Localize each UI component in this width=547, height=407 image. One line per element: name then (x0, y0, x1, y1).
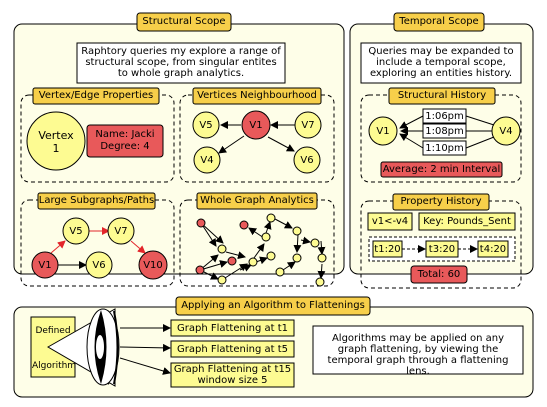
subgraph-node-v6 (85, 251, 113, 279)
subgraph-v5-label: V5 (69, 226, 83, 237)
history-time-box-3 (422, 140, 467, 156)
history-time-box-2 (422, 123, 467, 139)
history-node-v1 (368, 116, 398, 146)
neighbourhood-v7-label: V7 (301, 120, 315, 131)
history-time-1: 1:06pm (425, 111, 464, 122)
neighbourhood-edges (218, 121, 297, 154)
subgraph-v6-label: V6 (92, 260, 106, 271)
neighbourhood-title-box (192, 87, 322, 105)
flattening-label-1: Graph Flattening at t1 (177, 323, 288, 334)
vertex-edge-panel (20, 94, 175, 183)
flattening-box-1 (170, 319, 295, 337)
property-history-title: Property History (400, 196, 482, 207)
property-time-3: t4:20 (479, 244, 507, 255)
flattening-label-2: Graph Flattening at t5 (177, 344, 288, 355)
flattening-label-3: Graph Flattening at t15 window size 5 (173, 364, 292, 386)
history-average: Average: 2 min Interval (382, 164, 501, 175)
neighbourhood-panel (179, 94, 335, 183)
property-total: Total: 60 (417, 269, 461, 280)
subgraphs-title-box (37, 192, 156, 210)
history-time-2: 1:08pm (425, 126, 464, 137)
structural-description: Raphtory queries my explore a range of s… (81, 46, 281, 79)
subgraph-v10-label: V10 (143, 260, 163, 271)
property-edge-label: v1<-v4 (371, 216, 409, 227)
whole-graph-title-box (196, 192, 318, 210)
structural-history-title: Structural History (397, 90, 487, 101)
vertex-edge-title: Vertex/Edge Properties (38, 90, 154, 101)
subgraph-node-v5 (62, 217, 90, 245)
eye-lens-icon (46, 308, 120, 387)
vertex-edge-title-box (32, 87, 160, 105)
structural-scope-title: Structural Scope (142, 16, 226, 27)
flattening-box-3 (170, 362, 295, 388)
history-v4-label: V4 (499, 126, 513, 137)
history-time-3: 1:10pm (425, 143, 464, 154)
flattening-arrows (119, 324, 171, 375)
neighbourhood-v6-label: V6 (300, 155, 314, 166)
algorithm-label-top: Defined (35, 326, 71, 336)
property-edge-box (367, 212, 413, 231)
neighbourhood-title: Vertices Neighbourhood (197, 90, 317, 101)
property-time-1: t1:20 (374, 244, 401, 255)
structural-description-box (76, 42, 286, 84)
algorithm-description: Algorithms may be applied on any graph f… (327, 333, 509, 377)
subgraph-node-v1 (31, 251, 59, 279)
temporal-description: Queries may be expanded to include a tem… (368, 46, 514, 79)
vertex-1-node (26, 111, 86, 171)
subgraph-edges (50, 227, 146, 269)
neighbourhood-v4-label: V4 (200, 155, 214, 166)
neighbourhood-v1-label: V1 (249, 120, 263, 131)
property-key-box (418, 212, 516, 231)
vertex-1-label: Vertex 1 (38, 129, 74, 155)
algorithm-description-box (312, 325, 524, 375)
subgraphs-title: Large Subgraphs/Paths (38, 195, 155, 206)
subgraph-v7-label: V7 (114, 226, 128, 237)
neighbourhood-node-v1 (241, 110, 271, 140)
history-edges (399, 115, 495, 149)
history-v1-label: V1 (376, 126, 390, 137)
neighbourhood-node-v5 (192, 111, 220, 139)
property-total-box (410, 265, 468, 284)
algorithm-label-bottom: Algorithm (32, 361, 77, 371)
subgraph-v1-label: V1 (38, 260, 52, 271)
whole-graph-panel (179, 199, 335, 287)
algorithm-title: Applying an Algorithm to Flattenings (181, 300, 365, 311)
algorithm-title-box (175, 296, 371, 316)
whole-graph-edges (199, 218, 326, 280)
vertex-props-box (86, 124, 164, 158)
neighbourhood-node-v6 (293, 146, 321, 174)
history-average-box (380, 161, 503, 178)
temporal-scope-title: Temporal Scope (399, 16, 479, 27)
vertex-props-label: Name: Jacki Degree: 4 (95, 129, 155, 152)
neighbourhood-node-v7 (294, 111, 322, 139)
neighbourhood-node-v4 (193, 146, 221, 174)
subgraph-node-v10 (138, 250, 168, 280)
property-time-2: t3:20 (428, 244, 456, 255)
property-key-label: Key: Pounds_Sent (423, 216, 511, 227)
property-history-title-box (392, 193, 490, 211)
whole-graph-title: Whole Graph Analytics (200, 195, 314, 206)
structural-history-title-box (388, 87, 496, 105)
subgraphs-panel (20, 199, 175, 287)
flattening-box-2 (170, 340, 295, 358)
subgraph-node-v7 (107, 217, 135, 245)
temporal-scope-title-box (393, 12, 485, 32)
neighbourhood-v5-label: V5 (199, 120, 213, 131)
whole-graph-nodes (195, 213, 327, 287)
history-time-box-1 (422, 108, 467, 124)
temporal-description-box (360, 42, 522, 84)
property-time-box-3 (477, 240, 509, 258)
structural-scope-title-box (136, 12, 232, 32)
